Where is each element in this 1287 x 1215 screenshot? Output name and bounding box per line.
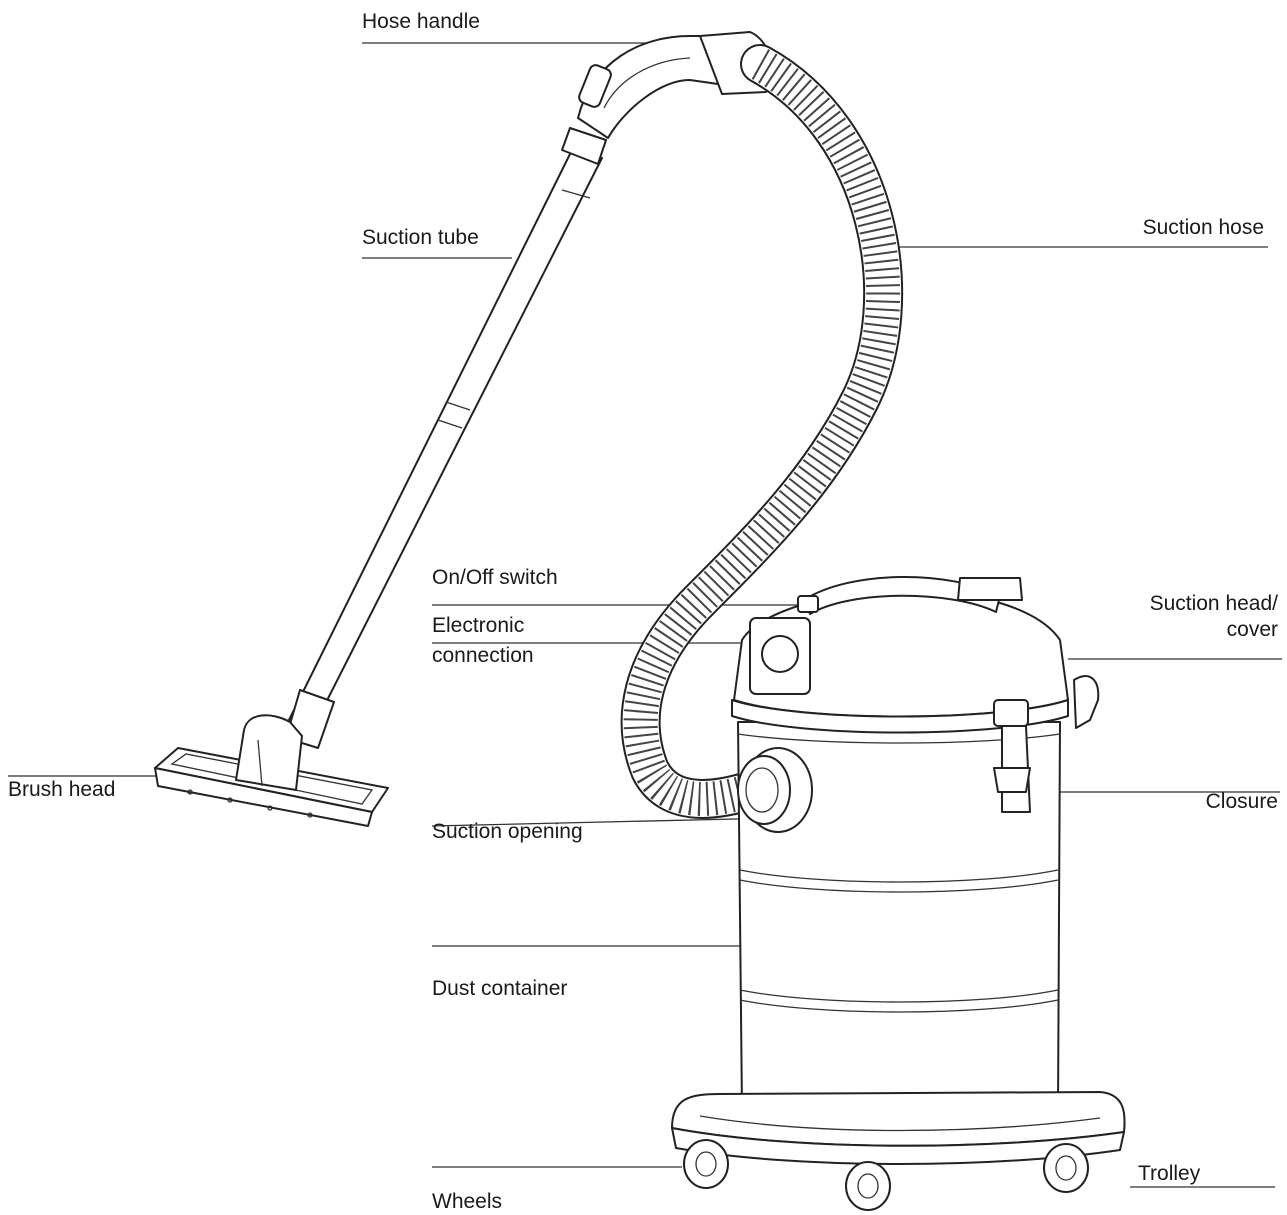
suction-hose: [620, 44, 904, 819]
label-suction-tube: Suction tube: [362, 226, 479, 249]
label-electronic-connection-2: connection: [432, 644, 534, 667]
hose-handle-part: [561, 31, 773, 165]
leader-lines: [8, 42, 1282, 1188]
closure-part: [993, 699, 1031, 813]
label-wheels: Wheels: [432, 1190, 503, 1213]
label-suction-head-2: cover: [1226, 618, 1278, 641]
label-closure: Closure: [1205, 790, 1278, 813]
label-suction-opening: Suction opening: [432, 820, 583, 843]
label-on-off-switch: On/Off switch: [432, 566, 558, 589]
label-electronic-connection-1: Electronic: [432, 614, 525, 637]
label-brush-head: Brush head: [8, 778, 116, 801]
wheels-part: [683, 1139, 1089, 1211]
label-hose-handle: Hose handle: [362, 10, 480, 33]
label-suction-head-1: Suction head/: [1149, 592, 1278, 615]
label-dust-container: Dust container: [432, 977, 568, 1000]
brush-head: [154, 714, 389, 827]
suction-head-cover-part: [731, 575, 1100, 734]
leader-suction-opening: [431, 817, 779, 827]
suction-opening-part: [737, 747, 813, 833]
label-trolley: Trolley: [1138, 1162, 1201, 1185]
trolley-part: [671, 1091, 1126, 1165]
label-suction-hose: Suction hose: [1142, 216, 1264, 239]
